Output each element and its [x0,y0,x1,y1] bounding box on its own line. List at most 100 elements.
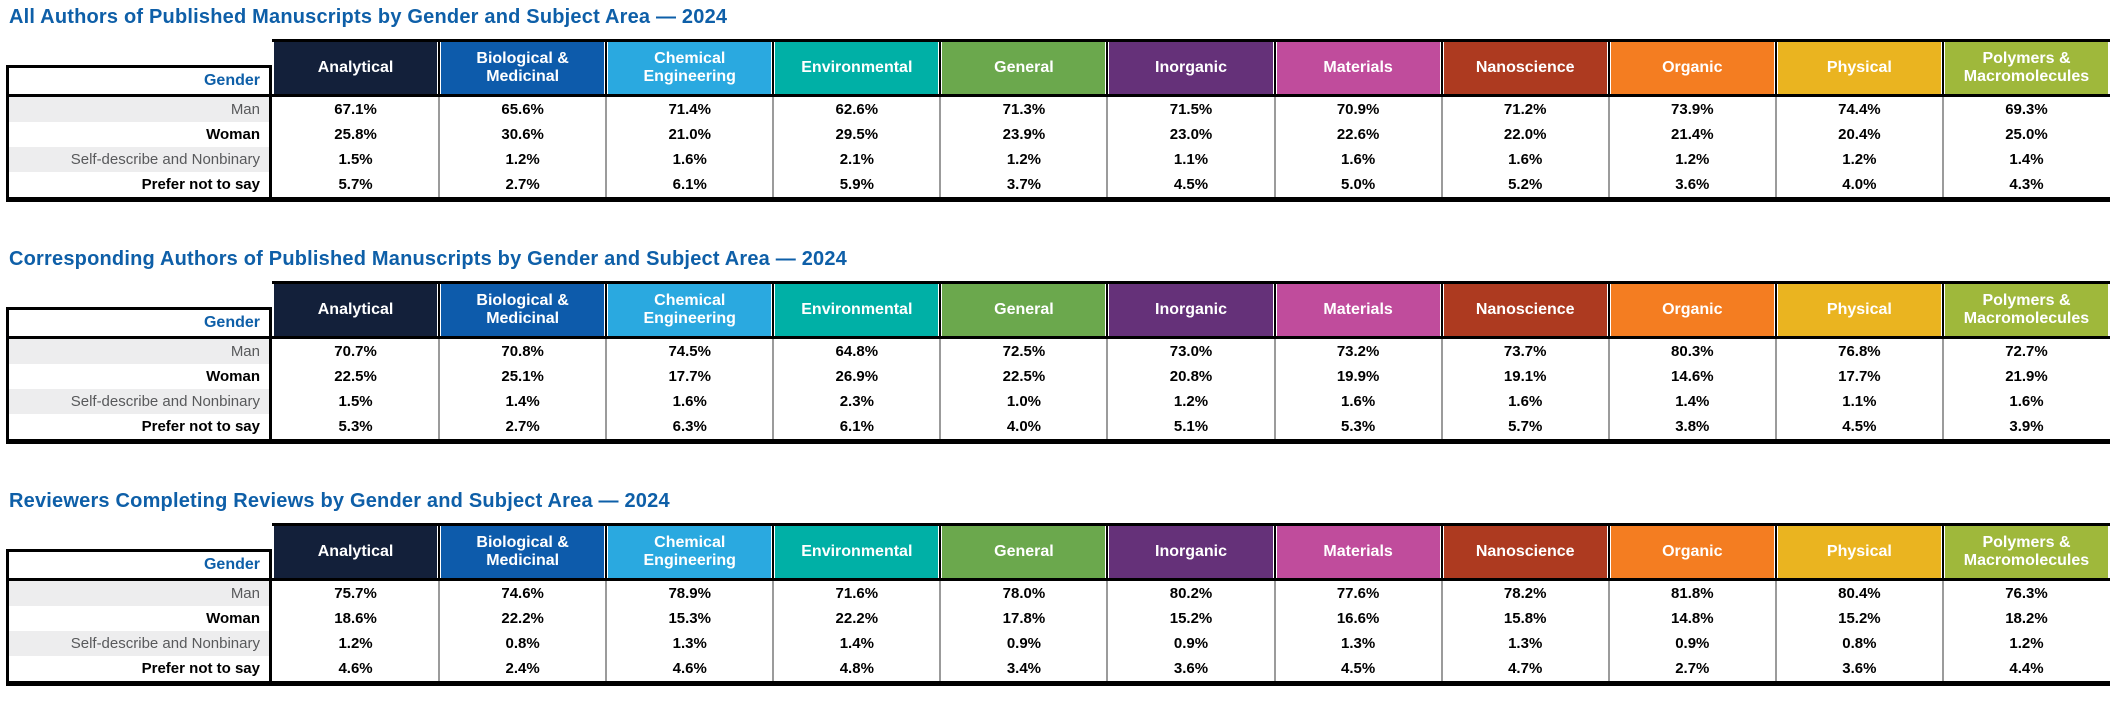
data-cell: 72.5% [939,339,1108,364]
data-cell: 0.9% [1106,631,1275,656]
data-cell: 0.9% [939,631,1108,656]
data-cell: 4.6% [272,656,440,681]
data-cell: 1.6% [605,147,774,172]
data-cell: 0.9% [1607,631,1776,656]
data-cell: 1.6% [605,389,774,414]
subject-column-header: Nanoscience [1440,39,1607,97]
table-row: 5.7%2.7%6.1%5.9%3.7%4.5%5.0%5.2%3.6%4.0%… [272,172,2111,197]
subject-column-header: Chemical Engineering [605,523,772,581]
data-cell: 1.2% [1941,631,2111,656]
subject-column-header: Inorganic [1106,523,1273,581]
data-cell: 4.0% [1774,172,1943,197]
data-cell: 1.6% [1273,389,1442,414]
gender-header-cell: Gender [9,68,269,97]
data-cell: 14.6% [1607,364,1776,389]
data-cell: 80.2% [1106,581,1275,606]
row-label: Woman [9,122,269,147]
subject-column-header: Organic [1607,39,1774,97]
data-cell: 6.3% [605,414,774,439]
data-cell: 76.3% [1941,581,2111,606]
data-cell: 4.5% [1774,414,1943,439]
data-cell: 1.2% [1774,147,1943,172]
data-cell: 3.8% [1607,414,1776,439]
subject-column-header: Polymers & Macromolecules [1941,523,2109,581]
data-cell: 23.0% [1106,122,1275,147]
data-cell: 1.3% [605,631,774,656]
subject-column-header: Physical [1774,281,1941,339]
data-rows: 67.1%65.6%71.4%62.6%71.3%71.5%70.9%71.2%… [272,97,2111,197]
data-cell: 5.2% [1440,172,1609,197]
table-row: 18.6%22.2%15.3%22.2%17.8%15.2%16.6%15.8%… [272,606,2111,631]
row-label: Man [9,97,269,122]
table-row: 22.5%25.1%17.7%26.9%22.5%20.8%19.9%19.1%… [272,364,2111,389]
data-cell: 17.8% [939,606,1108,631]
data-cell: 71.2% [1440,97,1609,122]
data-cell: 77.6% [1273,581,1442,606]
data-cell: 2.7% [438,414,607,439]
gender-header-cell: Gender [9,310,269,339]
data-cell: 1.6% [1941,389,2111,414]
data-cell: 25.1% [438,364,607,389]
data-cell: 4.5% [1273,656,1442,681]
gender-header-cell: Gender [9,552,269,581]
data-cell: 0.8% [438,631,607,656]
table-section-all-authors: All Authors of Published Manuscripts by … [6,6,2114,202]
subject-column-header: General [939,281,1106,339]
data-cell: 20.4% [1774,122,1943,147]
data-cell: 16.6% [1273,606,1442,631]
data-cell: 3.6% [1774,656,1943,681]
table-row: 1.2%0.8%1.3%1.4%0.9%0.9%1.3%1.3%0.9%0.8%… [272,631,2111,656]
data-cell: 21.4% [1607,122,1776,147]
table-title: Corresponding Authors of Published Manus… [9,248,847,270]
data-cell: 71.4% [605,97,774,122]
data-cell: 2.1% [772,147,941,172]
data-cell: 15.2% [1106,606,1275,631]
data-cell: 2.7% [438,172,607,197]
data-cell: 74.5% [605,339,774,364]
data-cell: 1.4% [772,631,941,656]
subject-column-header: General [939,523,1106,581]
data-cell: 22.0% [1440,122,1609,147]
data-cell: 1.1% [1774,389,1943,414]
subject-column-header: Nanoscience [1440,523,1607,581]
data-cell: 70.9% [1273,97,1442,122]
row-label: Self-describe and Nonbinary [9,147,269,172]
data-cell: 6.1% [772,414,941,439]
data-cell: 21.0% [605,122,774,147]
data-cell: 22.5% [272,364,440,389]
row-label: Self-describe and Nonbinary [9,389,269,414]
data-cell: 25.8% [272,122,440,147]
data-cell: 19.1% [1440,364,1609,389]
row-label: Self-describe and Nonbinary [9,631,269,656]
subject-column-header: Nanoscience [1440,281,1607,339]
data-cell: 23.9% [939,122,1108,147]
data-cell: 2.4% [438,656,607,681]
data-cell: 4.8% [772,656,941,681]
data-cell: 6.1% [605,172,774,197]
subject-column-header: Biological & Medicinal [438,523,605,581]
data-cell: 22.2% [772,606,941,631]
subject-column-header: Materials [1273,39,1440,97]
data-cell: 21.9% [1941,364,2111,389]
table-section-corresponding-authors: Corresponding Authors of Published Manus… [6,248,2114,444]
subject-column-header: Polymers & Macromolecules [1941,39,2109,97]
subject-column-header: Inorganic [1106,39,1273,97]
data-cell: 1.2% [272,631,440,656]
subject-column-header: Physical [1774,523,1941,581]
row-label: Prefer not to say [9,414,269,439]
data-cell: 19.9% [1273,364,1442,389]
table-row: 67.1%65.6%71.4%62.6%71.3%71.5%70.9%71.2%… [272,97,2111,122]
data-cell: 3.6% [1106,656,1275,681]
data-cell: 1.3% [1440,631,1609,656]
data-cell: 1.6% [1440,389,1609,414]
data-cell: 29.5% [772,122,941,147]
